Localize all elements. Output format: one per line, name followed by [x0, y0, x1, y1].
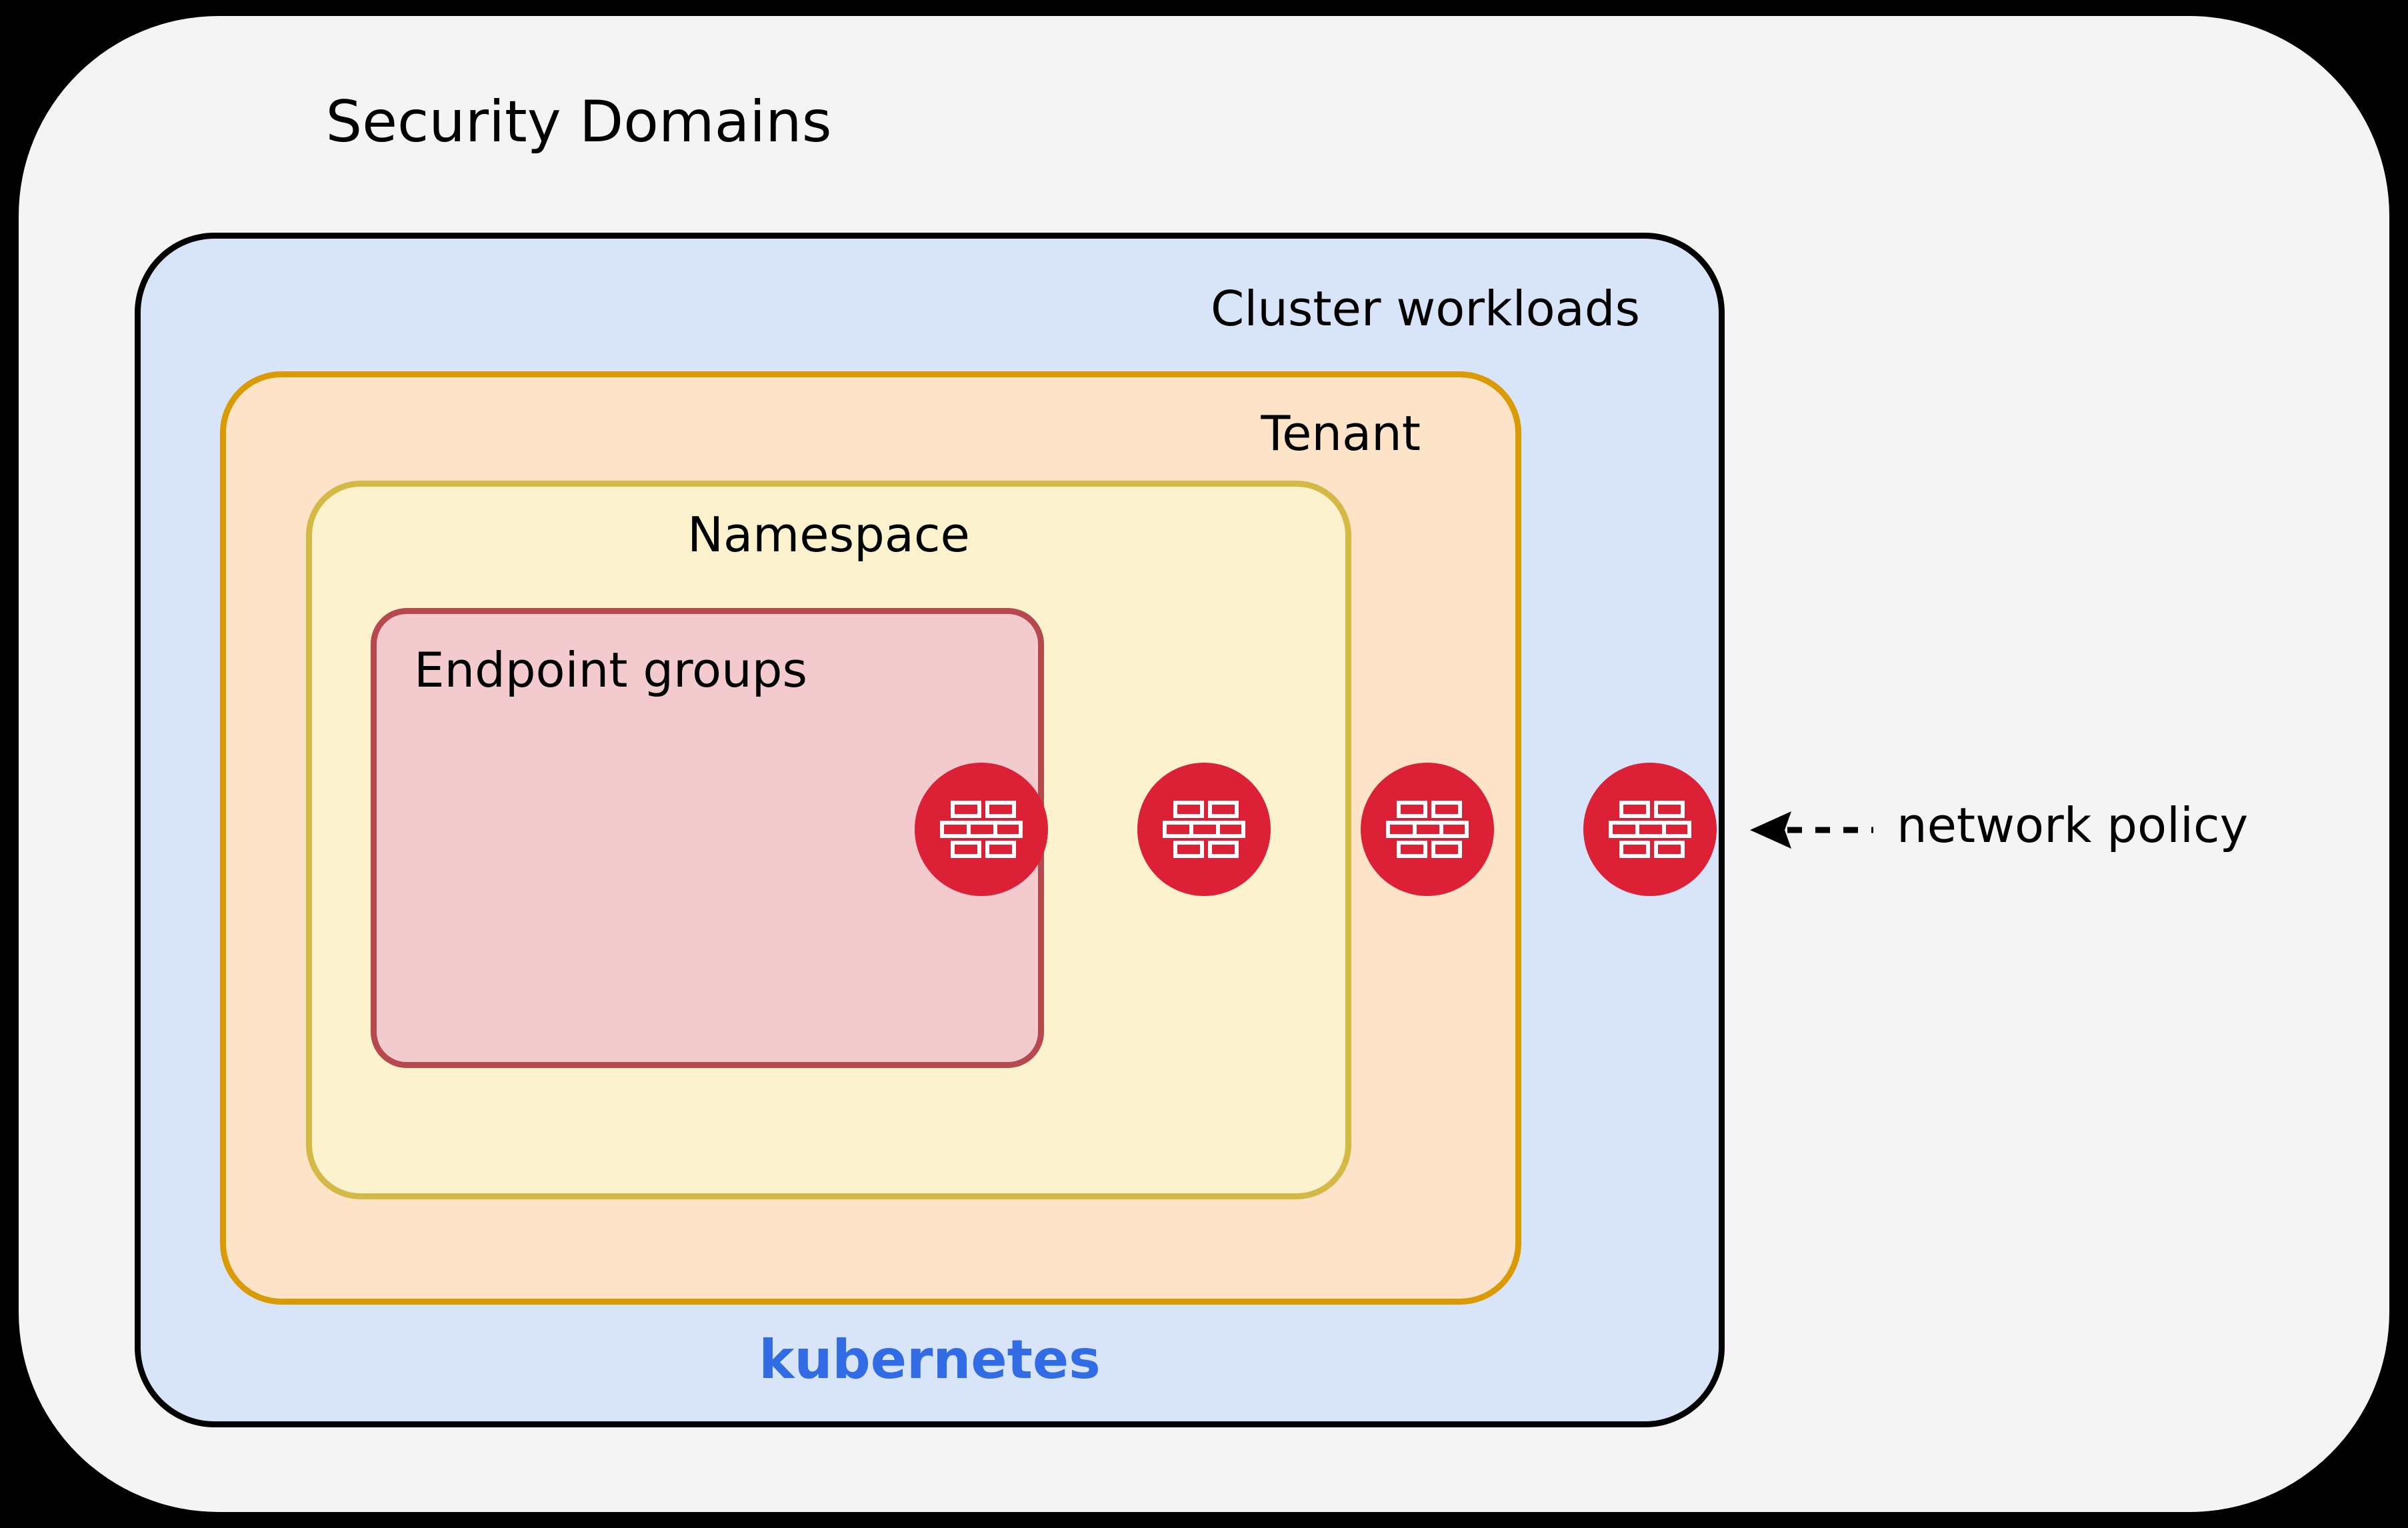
brick — [1208, 801, 1239, 818]
brick — [1431, 801, 1462, 818]
brick — [1208, 841, 1239, 858]
brick — [951, 801, 981, 818]
page-title: Security Domains — [325, 89, 832, 155]
brick — [1397, 801, 1427, 818]
brick — [985, 841, 1016, 858]
brick — [985, 801, 1016, 818]
firewall-brick-icon — [1137, 763, 1271, 896]
network-policy-arrow-icon — [1750, 811, 1873, 849]
brick — [1397, 841, 1427, 858]
brick — [1173, 841, 1204, 858]
brick — [1654, 841, 1685, 858]
tenant-label: Tenant — [1261, 405, 1421, 461]
brick — [1619, 841, 1650, 858]
firewall-brick-icon — [1583, 763, 1717, 896]
firewall-brick-icon — [1361, 763, 1494, 896]
brick — [1431, 841, 1462, 858]
brick — [1216, 821, 1245, 838]
brick-wall-glyph — [940, 801, 1023, 858]
firewall-brick-icon — [915, 763, 1048, 896]
network-policy-label: network policy — [1897, 797, 2249, 853]
tenant-box: Tenant Namespace Endpoint groups — [220, 371, 1521, 1305]
brick-wall-glyph — [1163, 801, 1245, 858]
cluster-workloads-label: Cluster workloads — [1210, 281, 1640, 337]
brick — [1619, 801, 1650, 818]
namespace-label: Namespace — [687, 507, 970, 563]
brick — [951, 841, 981, 858]
brick — [993, 821, 1023, 838]
kubernetes-brand-label: kubernetes — [759, 1329, 1101, 1391]
brick — [1654, 801, 1685, 818]
brick — [1662, 821, 1691, 838]
endpoint-groups-label: Endpoint groups — [414, 642, 807, 698]
brick — [1173, 801, 1204, 818]
brick-wall-glyph — [1386, 801, 1469, 858]
brick — [1439, 821, 1469, 838]
brick-wall-glyph — [1609, 801, 1691, 858]
